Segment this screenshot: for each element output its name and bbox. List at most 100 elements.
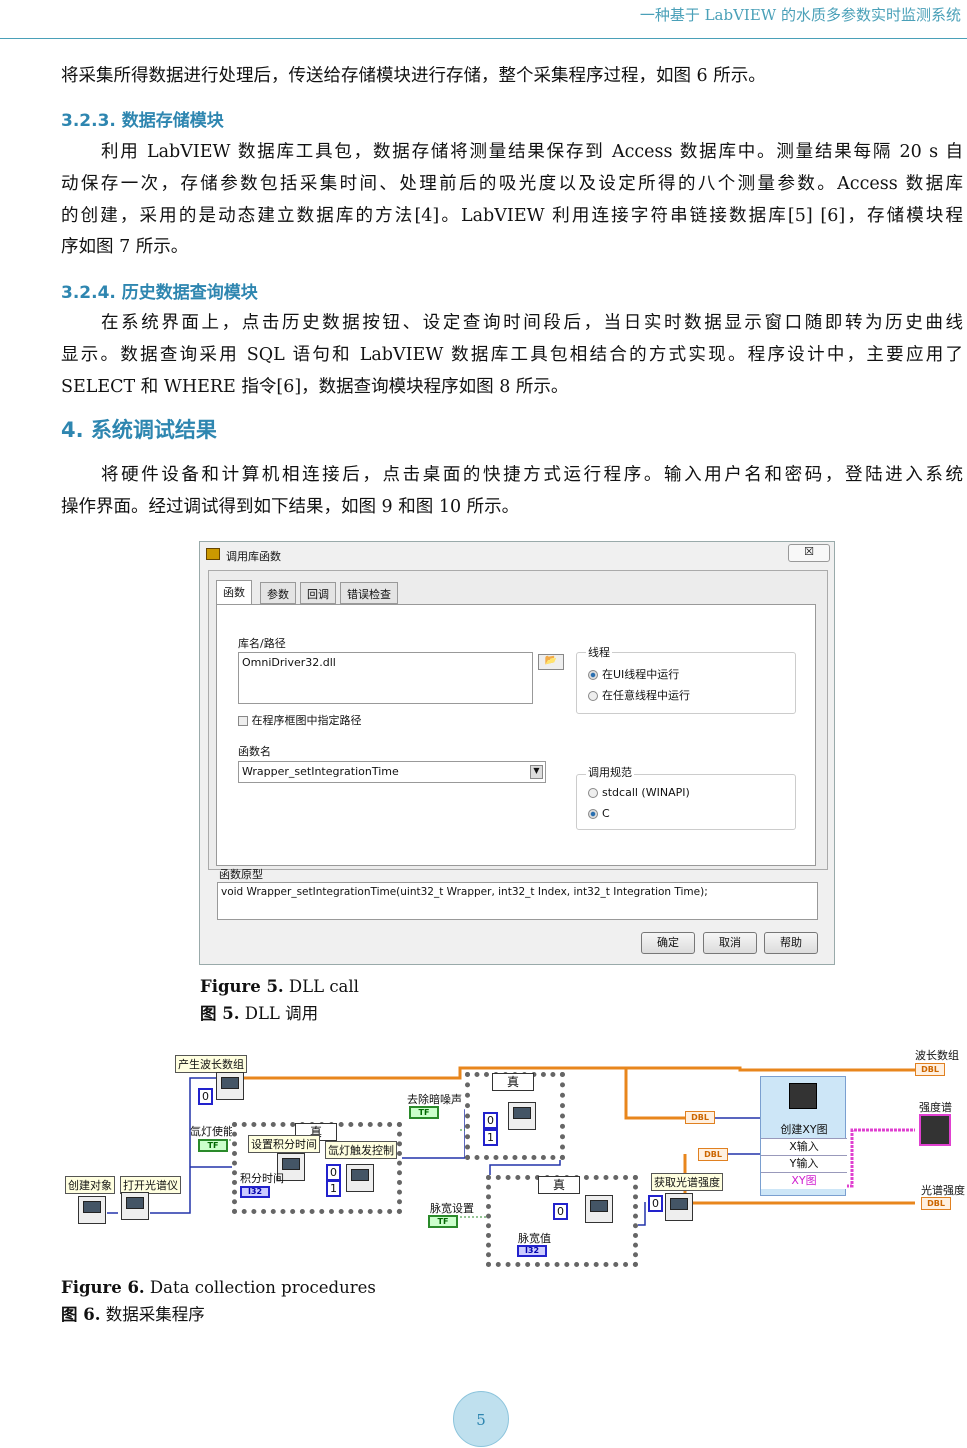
checkbox-label: 在程序框图中指定路径: [251, 714, 362, 727]
header-rule: [0, 38, 967, 39]
radio-label: C: [602, 807, 610, 820]
tab-parameters[interactable]: 参数: [260, 582, 296, 604]
label-create-object: 创建对象: [65, 1176, 115, 1194]
paragraph-line: 动保存一次，存储参数包括采集时间、处理前后的吸光度以及设定所得的八个测量参数。A…: [61, 174, 963, 194]
thread-label: 线程: [586, 644, 612, 660]
section-heading: 3.2.4. 历史数据查询模块: [61, 283, 258, 303]
library-path-label: 库名/路径: [238, 637, 286, 650]
tab-error-checking[interactable]: 错误检查: [340, 582, 398, 604]
section-heading: 3.2.3. 数据存储模块: [61, 111, 224, 131]
array-build-node: DBL: [698, 1148, 728, 1161]
label-wavelength-array: 波长数组: [915, 1049, 959, 1062]
radio-stdcall[interactable]: stdcall (WINAPI): [588, 786, 690, 799]
caption-label: 图 6.: [61, 1305, 101, 1324]
label-intensity-spectrum: 强度谱: [919, 1101, 952, 1114]
lamp-trigger-vi[interactable]: [346, 1164, 374, 1192]
integration-time-control[interactable]: I32: [240, 1186, 270, 1198]
wavelength-array-indicator[interactable]: DBL: [915, 1063, 945, 1076]
case-selector[interactable]: 真: [492, 1073, 535, 1091]
browse-folder-button[interactable]: 📂: [538, 654, 564, 670]
radio-label: 在任意线程中运行: [602, 689, 690, 702]
paragraph: 将采集所得数据进行处理后，传送给存储模块进行存储，整个采集程序过程，如图 6 所…: [61, 66, 766, 86]
paragraph-line: 将硬件设备和计算机相连接后，点击桌面的快捷方式运行程序。输入用户名和密码，登陆进…: [101, 465, 963, 485]
call-library-dialog: 调用库函数 ☒ 函数 参数 回调 错误检查 库名/路径 OmniDriver32…: [199, 541, 835, 965]
x-input-terminal[interactable]: X输入: [761, 1138, 847, 1155]
paragraph-line: 在系统界面上，点击历史数据按钮、设定查询时间段后，当日实时数据显示窗口随即转为历…: [101, 313, 963, 333]
case-selector[interactable]: 真: [538, 1176, 581, 1194]
radio-c[interactable]: C: [588, 807, 610, 820]
create-object-vi[interactable]: [78, 1196, 106, 1224]
constant-zero[interactable]: 0: [483, 1112, 498, 1129]
paragraph-line: 显示。数据查询采用 SQL 语句和 LabVIEW 数据库工具包相结合的方式实现…: [61, 345, 963, 365]
label-pulse-width-value: 脉宽值: [518, 1232, 551, 1245]
chevron-down-icon: ▼: [530, 765, 543, 779]
close-button[interactable]: ☒: [788, 544, 830, 562]
y-input-terminal[interactable]: Y输入: [761, 1155, 847, 1172]
figure-5-caption-cn: 图 5. DLL 调用: [200, 1000, 318, 1024]
constant-zero[interactable]: 0: [198, 1088, 213, 1105]
wavelength-vi[interactable]: [216, 1072, 244, 1100]
array-build-node: DBL: [685, 1111, 715, 1124]
caption-text: 数据采集程序: [100, 1305, 205, 1324]
xy-graph-output-terminal[interactable]: XY图: [761, 1172, 847, 1189]
set-integration-vi[interactable]: [277, 1153, 305, 1181]
figure-5-caption-en: Figure 5. DLL call: [200, 977, 359, 996]
get-intensity-vi[interactable]: [665, 1193, 693, 1221]
radio-ui-thread[interactable]: 在UI线程中运行: [588, 666, 679, 682]
paragraph-line: 利用 LabVIEW 数据库工具包，数据存储将测量结果保存到 Access 数据…: [101, 142, 963, 162]
label-generate-wavelength: 产生波长数组: [175, 1055, 247, 1073]
ok-button[interactable]: 确定: [641, 932, 695, 954]
thread-group: [576, 652, 796, 714]
dark-noise-control[interactable]: TF: [409, 1106, 439, 1119]
label-set-integration: 设置积分时间: [248, 1135, 320, 1153]
prototype-label: 函数原型: [219, 868, 263, 881]
specify-path-checkbox[interactable]: 在程序框图中指定路径: [238, 712, 362, 728]
pulse-width-vi[interactable]: [585, 1195, 613, 1223]
library-path-input[interactable]: OmniDriver32.dll: [238, 652, 533, 704]
labview-icon: [206, 548, 220, 560]
constant-zero[interactable]: 0: [648, 1195, 663, 1212]
constant-zero[interactable]: 0: [553, 1203, 568, 1220]
spectral-intensity-indicator[interactable]: DBL: [921, 1197, 951, 1210]
cancel-button[interactable]: 取消: [703, 932, 757, 954]
label-integration-time: 积分时间: [240, 1172, 284, 1185]
open-spectrometer-vi[interactable]: [121, 1192, 149, 1220]
paragraph-line: 序如图 7 所示。: [61, 237, 189, 257]
help-button[interactable]: 帮助: [764, 932, 818, 954]
constant-zero[interactable]: 0: [326, 1164, 341, 1181]
radio-label: stdcall (WINAPI): [602, 786, 690, 799]
caption-label: Figure 5.: [200, 977, 284, 996]
figure-6-caption-en: Figure 6. Data collection procedures: [61, 1278, 376, 1297]
label-lamp-enable: 氙灯使能: [190, 1125, 234, 1138]
caption-text: DLL call: [283, 977, 359, 996]
constant-one[interactable]: 1: [326, 1180, 341, 1197]
node-title: 创建XY图: [780, 1123, 828, 1136]
function-name-select[interactable]: Wrapper_setIntegrationTime ▼: [238, 761, 546, 783]
section-heading: 4. 系统调试结果: [61, 418, 217, 442]
lamp-enable-control[interactable]: TF: [198, 1139, 228, 1152]
constant-one[interactable]: 1: [483, 1129, 498, 1146]
label-spectral-intensity: 光谱强度: [921, 1184, 965, 1197]
caption-label: Figure 6.: [61, 1278, 145, 1297]
build-xy-graph-node[interactable]: 创建XY图 X输入 Y输入 XY图: [760, 1076, 847, 1196]
label-pulse-width-setting: 脉宽设置: [430, 1202, 474, 1215]
label-lamp-trigger: 氙灯触发控制: [325, 1141, 397, 1159]
dialog-title: 调用库函数: [226, 550, 281, 563]
page-number: 5: [453, 1391, 509, 1447]
pulse-width-value-control[interactable]: I32: [517, 1245, 547, 1257]
xy-graph-icon: [789, 1083, 817, 1109]
paragraph-line: 的创建，采用的是动态建立数据库的方法[4]。LabVIEW 利用连接字符串链接数…: [61, 206, 963, 226]
tab-function[interactable]: 函数: [216, 580, 252, 604]
dark-noise-vi[interactable]: [508, 1102, 536, 1130]
paragraph-line: SELECT 和 WHERE 指令[6]，数据查询模块程序如图 8 所示。: [61, 377, 569, 397]
radio-any-thread[interactable]: 在任意线程中运行: [588, 687, 690, 703]
function-name-value: Wrapper_setIntegrationTime: [242, 765, 399, 778]
caption-text: Data collection procedures: [144, 1278, 376, 1297]
calling-convention-label: 调用规范: [586, 764, 634, 780]
pulse-width-control[interactable]: TF: [428, 1215, 458, 1228]
radio-label: 在UI线程中运行: [602, 668, 680, 681]
folder-icon: 📂: [544, 655, 558, 666]
tab-callbacks[interactable]: 回调: [300, 582, 336, 604]
label-remove-dark-noise: 去除暗噪声: [407, 1093, 462, 1106]
intensity-spectrum-graph-indicator[interactable]: [919, 1114, 951, 1146]
